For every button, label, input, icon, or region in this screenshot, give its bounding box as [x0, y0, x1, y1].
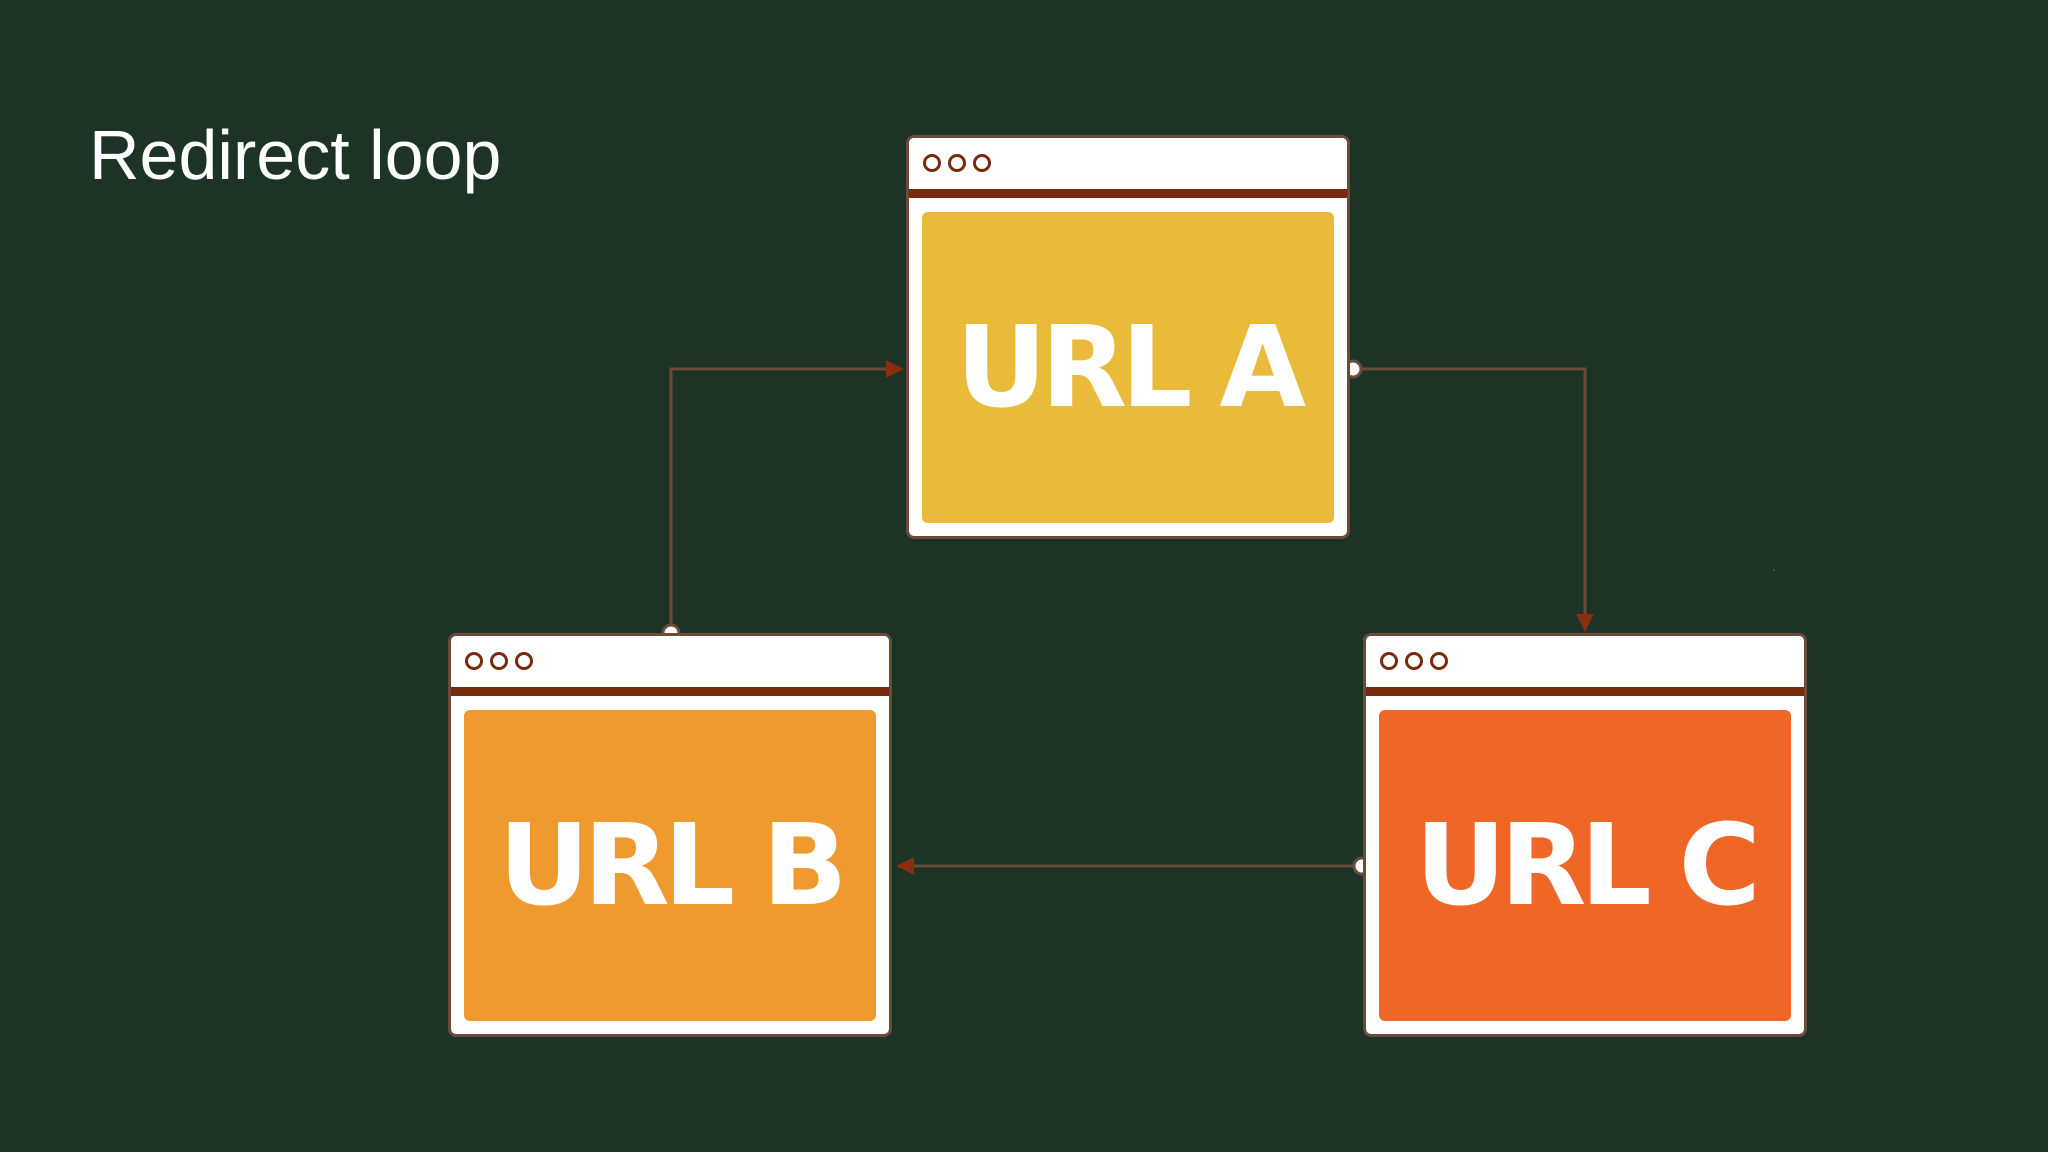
- window-controls: [465, 652, 533, 670]
- window-titlebar: [1366, 636, 1804, 696]
- url-a-content: URL A: [922, 212, 1334, 523]
- window-control-dot-icon: [465, 652, 483, 670]
- window-controls: [923, 154, 991, 172]
- url-c-content: URL C: [1379, 710, 1791, 1021]
- window-control-dot-icon: [1380, 652, 1398, 670]
- window-control-dot-icon: [1430, 652, 1448, 670]
- url-a-window: URL A: [906, 135, 1350, 539]
- background-speck: [1773, 569, 1775, 571]
- window-titlebar: [451, 636, 889, 696]
- window-control-dot-icon: [948, 154, 966, 172]
- window-control-dot-icon: [490, 652, 508, 670]
- window-control-dot-icon: [923, 154, 941, 172]
- url-b-window: URL B: [448, 633, 892, 1037]
- slide-title: Redirect loop: [89, 116, 502, 194]
- window-titlebar: [909, 138, 1347, 198]
- url-c-window: URL C: [1363, 633, 1807, 1037]
- url-b-content: URL B: [464, 710, 876, 1021]
- window-control-dot-icon: [973, 154, 991, 172]
- window-control-dot-icon: [1405, 652, 1423, 670]
- window-control-dot-icon: [515, 652, 533, 670]
- url-a-label: URL A: [955, 302, 1306, 433]
- url-b-label: URL B: [498, 800, 848, 931]
- connector-b-to-a: [669, 360, 904, 633]
- connector-a-to-c: [1353, 367, 1594, 632]
- window-controls: [1380, 652, 1448, 670]
- url-c-label: URL C: [1415, 800, 1761, 931]
